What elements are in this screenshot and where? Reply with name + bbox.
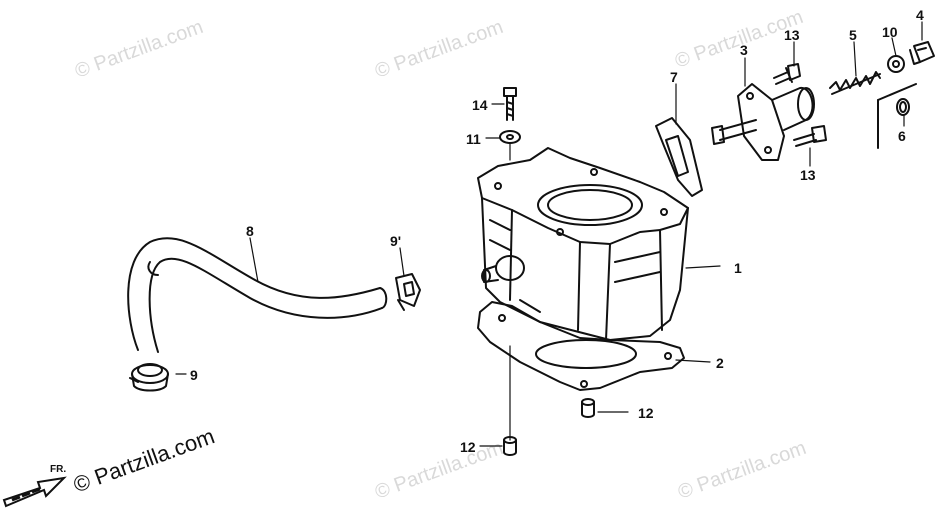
tensioner-bolt-part <box>773 63 827 147</box>
dowel-pin-part <box>503 398 595 456</box>
tensioner-part <box>711 83 815 161</box>
callout-6: 6 <box>898 128 906 144</box>
washer-part <box>499 130 521 144</box>
callout-3: 3 <box>740 42 748 58</box>
bolt-part <box>503 87 517 121</box>
callout-11: 11 <box>466 131 481 147</box>
front-arrow-icon: FR. <box>2 464 67 508</box>
tensioner-gasket-part <box>655 117 703 197</box>
callout-2: 2 <box>716 355 724 371</box>
callout-4: 4 <box>916 7 924 23</box>
callout-9-prime: 9' <box>390 233 401 249</box>
hose-part <box>127 237 388 353</box>
plug-part <box>909 41 935 65</box>
callout-5: 5 <box>849 27 857 43</box>
o-ring-part <box>877 83 917 149</box>
callout-1: 1 <box>734 260 742 276</box>
callout-12-right: 12 <box>638 405 654 421</box>
clip-part <box>395 273 421 311</box>
callout-12-left: 12 <box>460 439 476 455</box>
sealing-washer-part <box>887 55 905 73</box>
spring-part <box>829 71 881 95</box>
callout-10: 10 <box>882 24 898 40</box>
callout-7: 7 <box>670 69 678 85</box>
callout-8-hose: 8 <box>246 223 254 239</box>
hose-clamp-part <box>129 363 169 392</box>
base-gasket-part <box>477 301 685 391</box>
cylinder-part <box>477 147 689 341</box>
callout-labels: 1 2 3 4 5 6 7 8 8 9 9' 10 11 12 12 13 13… <box>190 7 924 455</box>
callout-13-bottom: 13 <box>800 167 816 183</box>
front-marker-label: FR. <box>50 464 66 475</box>
callout-9: 9 <box>190 367 198 383</box>
callout-14: 14 <box>472 97 488 113</box>
callout-13-top: 13 <box>784 27 800 43</box>
